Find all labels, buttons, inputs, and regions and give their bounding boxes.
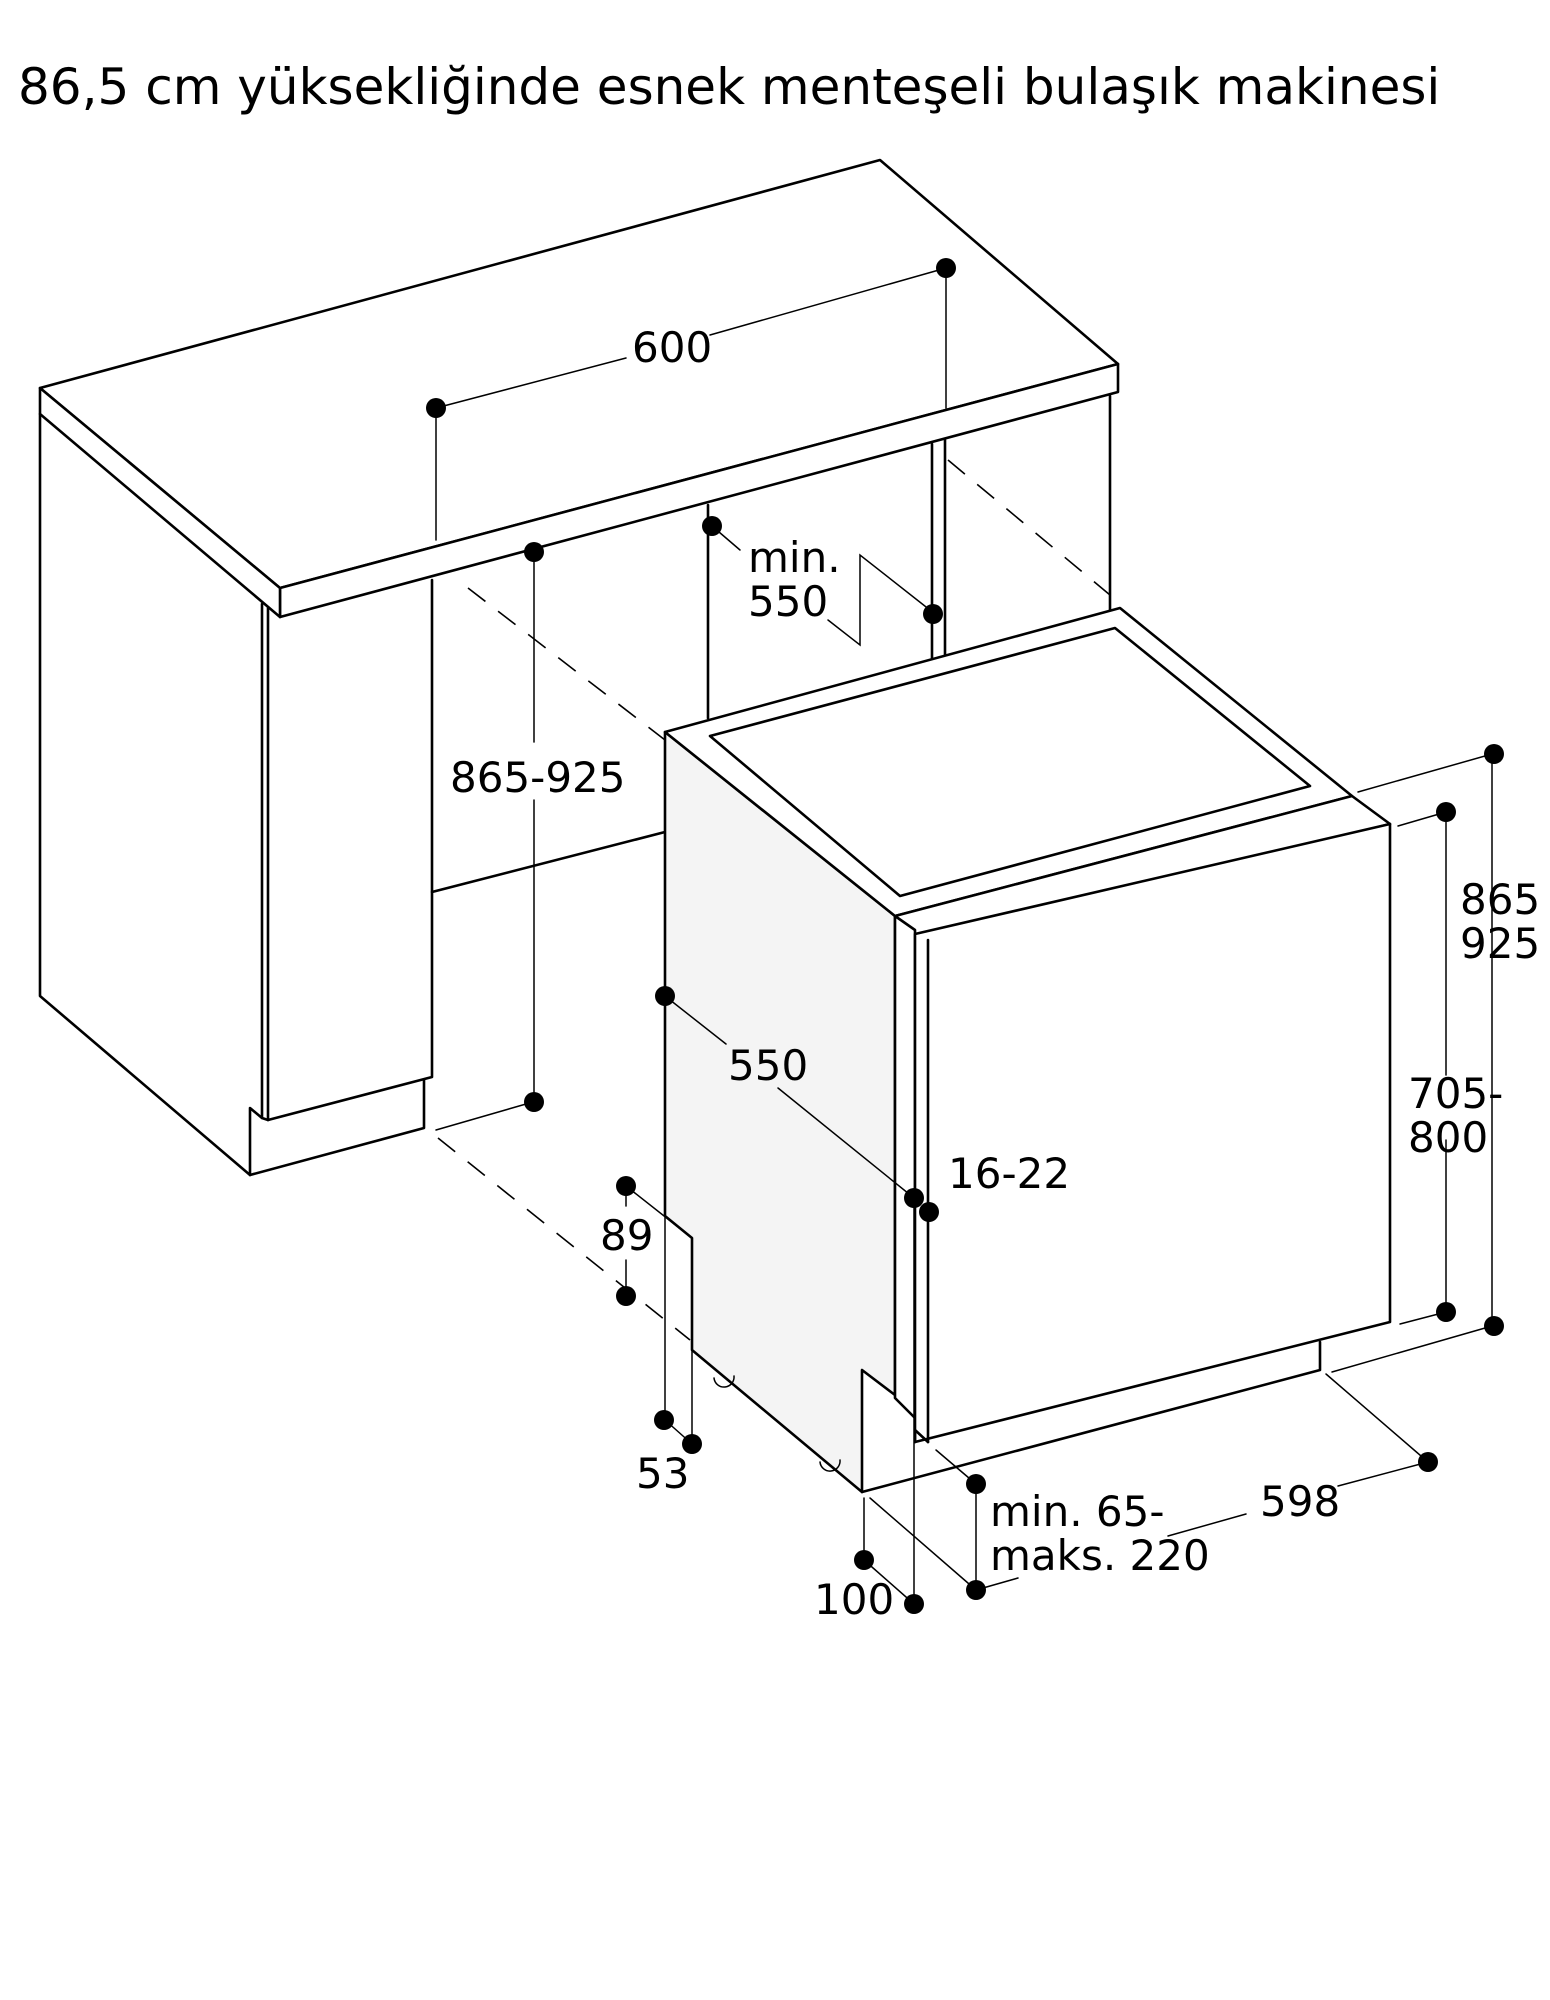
dim-min550-end [923, 604, 943, 624]
dim-niche-height-bottom [524, 1092, 544, 1112]
dim-53-start [654, 1410, 674, 1430]
dimension-lines [426, 258, 1504, 1614]
dim-clearance-bottom [966, 1580, 986, 1600]
dim-total-height-top [1484, 744, 1504, 764]
dishwasher-door [913, 822, 1392, 1444]
label-niche-depth-value: 550 [748, 577, 828, 626]
niche-dash-floor [437, 1137, 691, 1341]
niche-back-bottom [430, 830, 667, 894]
dim-door-height-bottom [1436, 1302, 1456, 1322]
label-feet-offset: 100 [814, 1575, 894, 1624]
dishwasher-top-recess [708, 626, 1312, 898]
dim-clearance-top [966, 1474, 986, 1494]
dim-total-height-bottom [1484, 1316, 1504, 1336]
label-door-height-bottom: 800 [1408, 1113, 1488, 1162]
dim-600-end [936, 258, 956, 278]
dishwasher-plinth-edge [913, 1428, 930, 1444]
dim-89-bottom [616, 1286, 636, 1306]
dim-door-thickness-point [919, 1202, 939, 1222]
dim-niche-height-top [524, 542, 544, 562]
niche-dash-top-left [467, 587, 666, 741]
countertop-left-edge [38, 386, 282, 619]
dim-100-start [854, 1550, 874, 1570]
dishwasher-door-strip [893, 914, 917, 1420]
niche-dash-top-right [947, 459, 1111, 596]
label-niche-depth-min: min. [748, 533, 841, 582]
dishwasher-foot-right [819, 1459, 841, 1472]
dim-depth-end [904, 1188, 924, 1208]
label-niche-height: 865-925 [450, 753, 626, 802]
label-door-height-top: 705- [1408, 1069, 1503, 1118]
label-total-height-top: 865 [1460, 875, 1540, 924]
left-cabinet-outline-2 [260, 602, 270, 1122]
kitchen-cabinet [38, 158, 1120, 1341]
dim-depth-start [655, 986, 675, 1006]
label-plinth-height: 89 [600, 1211, 653, 1260]
label-door-clearance-bottom: maks. 220 [990, 1531, 1210, 1580]
diagram-title: 86,5 cm yüksekliğinde esnek menteşeli bu… [18, 58, 1440, 116]
left-cabinet-plinth [248, 1078, 426, 1177]
dishwasher-foot-left [713, 1375, 735, 1388]
label-niche-width: 600 [632, 323, 712, 372]
dishwasher-plinth [860, 1340, 1322, 1494]
dimension-labels: 600 min. 550 865-925 550 16-22 89 53 865… [450, 323, 1540, 1624]
left-cabinet-door [266, 578, 434, 1122]
dishwasher [663, 606, 1392, 1494]
dim-min550-start [702, 516, 722, 536]
dim-100-end [904, 1594, 924, 1614]
label-door-clearance-top: min. 65- [990, 1487, 1165, 1536]
label-door-thickness: 16-22 [948, 1149, 1070, 1198]
dim-door-height-top [1436, 802, 1456, 822]
label-plinth-offset: 53 [636, 1449, 689, 1498]
dim-53-end [682, 1434, 702, 1454]
dim-600-start [426, 398, 446, 418]
label-total-height-bottom: 925 [1460, 919, 1540, 968]
dim-598-end [1418, 1452, 1438, 1472]
label-appliance-depth: 550 [728, 1041, 808, 1090]
label-appliance-width: 598 [1260, 1477, 1340, 1526]
dim-89-top [616, 1176, 636, 1196]
